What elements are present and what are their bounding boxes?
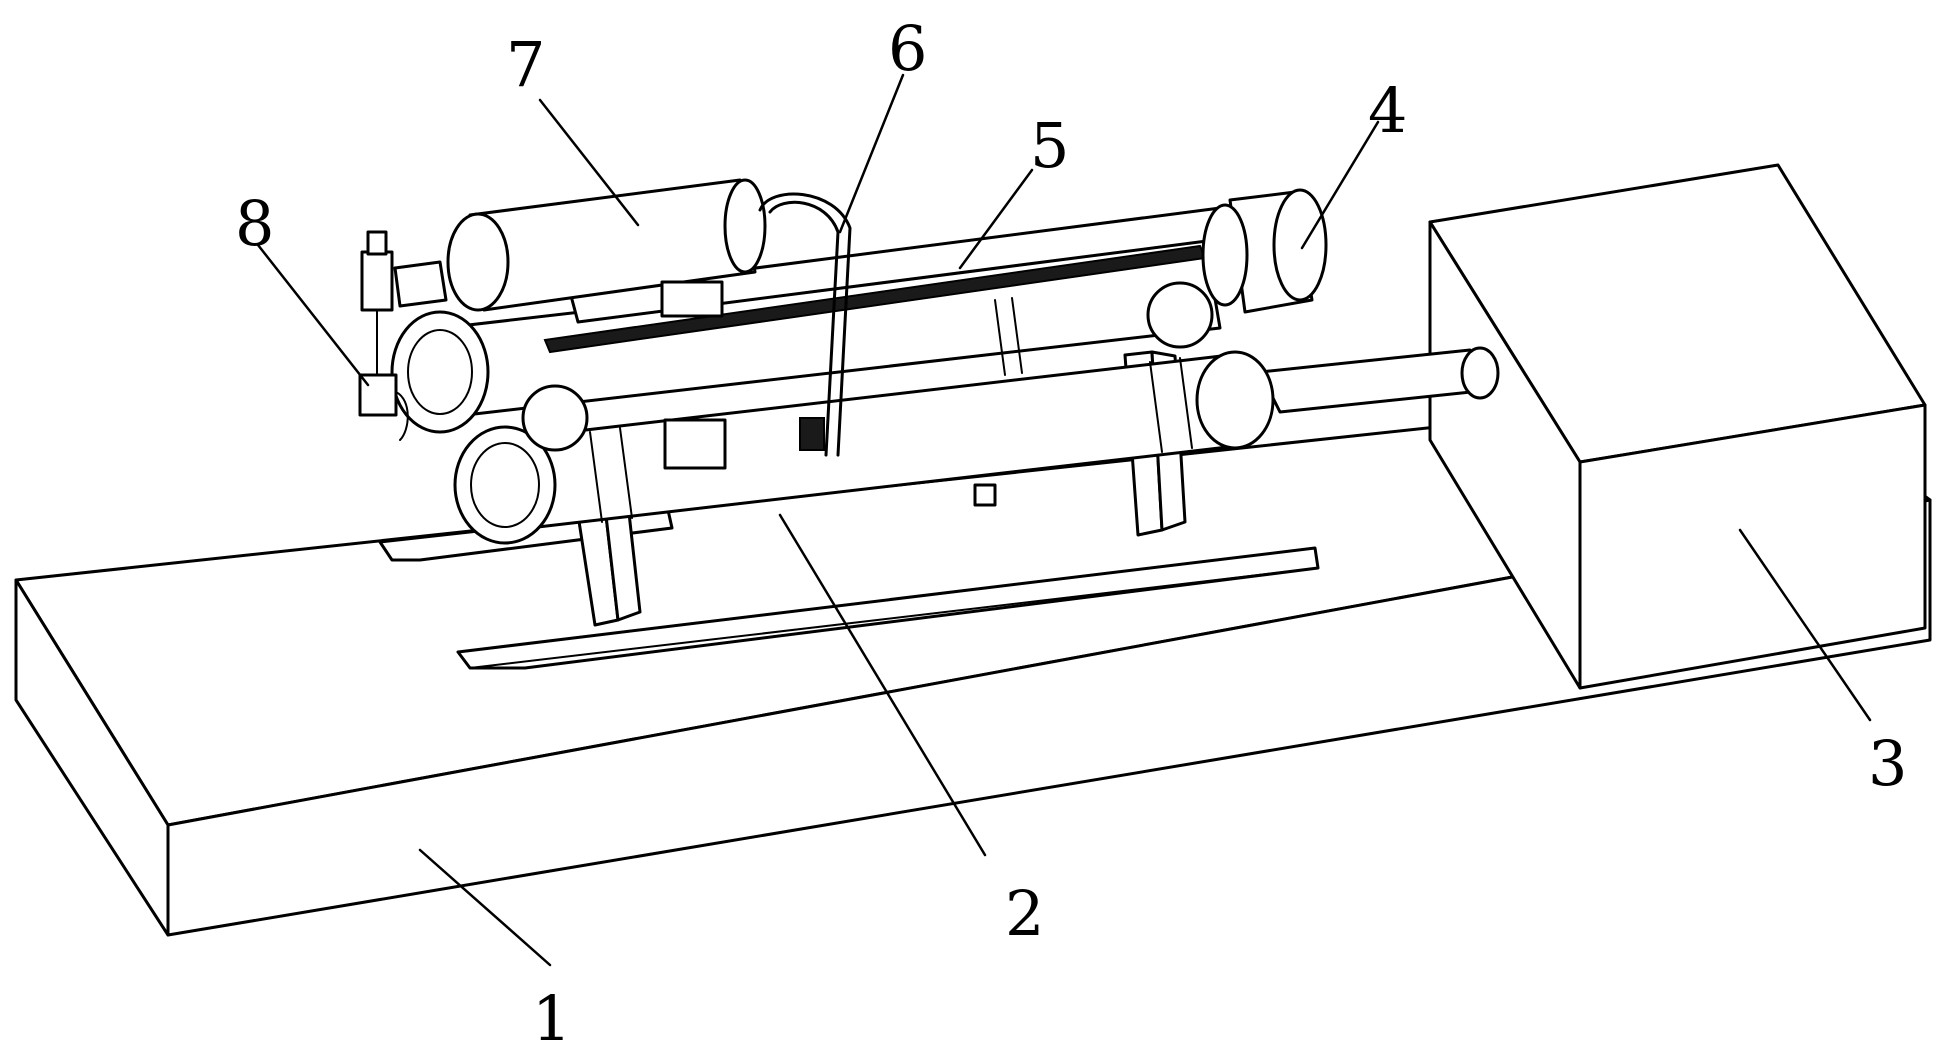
leader-5 bbox=[958, 168, 1034, 270]
leader-2 bbox=[778, 513, 987, 857]
end-cap bbox=[1201, 188, 1328, 314]
label-5: 5 bbox=[1030, 109, 1069, 182]
label-1: 1 bbox=[532, 982, 571, 1055]
leader-7 bbox=[538, 98, 640, 227]
roller-left bbox=[521, 384, 589, 452]
hose bbox=[758, 192, 852, 457]
leader-1 bbox=[418, 848, 552, 967]
leader-3 bbox=[1738, 528, 1872, 722]
leader-lines bbox=[256, 73, 1872, 967]
valve-fitting bbox=[358, 230, 448, 441]
label-2: 2 bbox=[1005, 877, 1044, 950]
main-cylinder-body bbox=[453, 350, 1275, 545]
leader-4 bbox=[1300, 120, 1380, 250]
top-cylinder bbox=[446, 178, 767, 318]
label-6: 6 bbox=[888, 12, 927, 85]
roller-right bbox=[1146, 281, 1214, 349]
rail-lower bbox=[456, 546, 1320, 670]
reference-numerals: 1 2 3 4 5 6 7 8 bbox=[235, 12, 1907, 1055]
drive-shaft bbox=[1258, 346, 1500, 414]
leader-6 bbox=[838, 73, 905, 234]
label-3: 3 bbox=[1868, 727, 1907, 800]
label-7: 7 bbox=[506, 28, 545, 101]
leader-8 bbox=[256, 243, 370, 387]
label-4: 4 bbox=[1368, 74, 1407, 147]
label-8: 8 bbox=[235, 187, 274, 260]
